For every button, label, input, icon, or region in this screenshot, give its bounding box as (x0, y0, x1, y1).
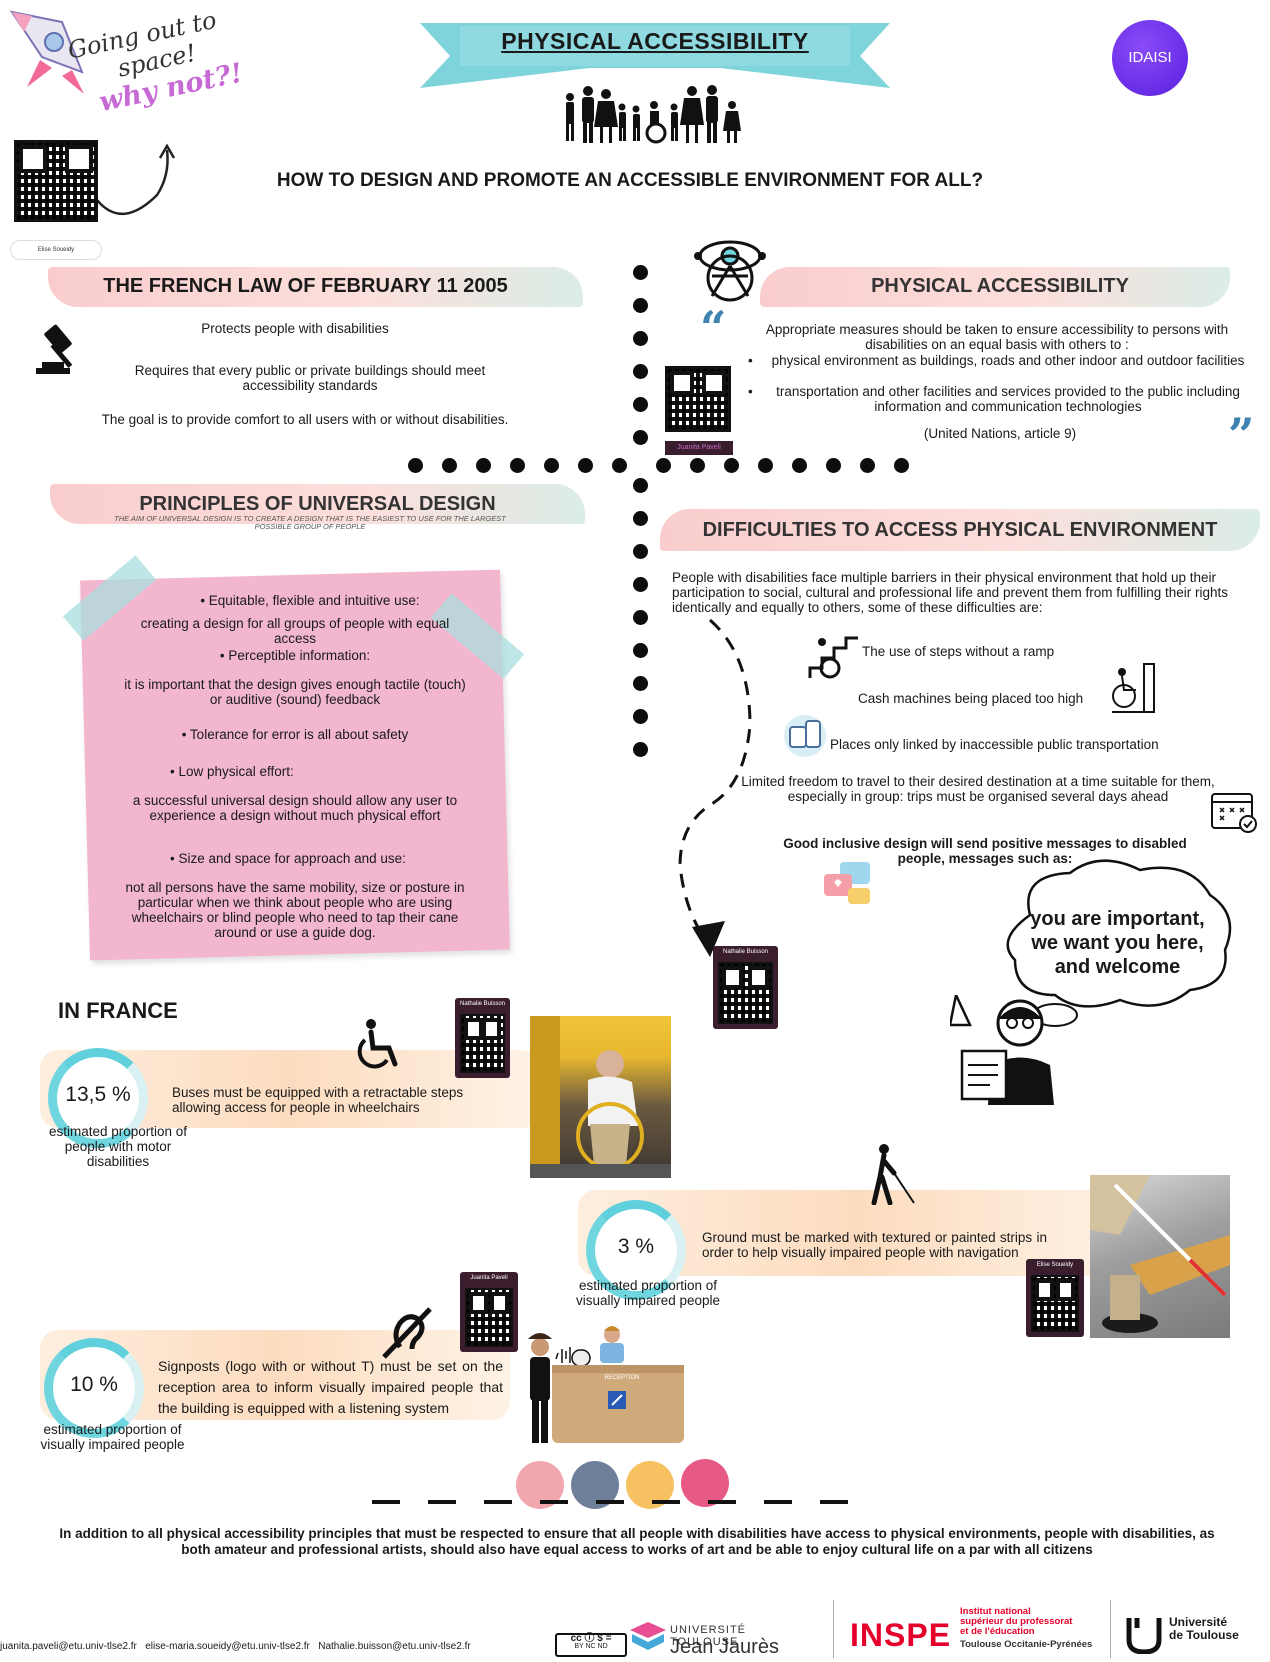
dashed-curve-arrow (678, 618, 752, 957)
separator-2 (1110, 1600, 1111, 1658)
stat-3ring: 10 % (44, 1338, 144, 1438)
cash-machine-icon (1112, 663, 1155, 713)
principles-list: • Equitable, flexible and intuitive use:… (120, 593, 470, 940)
principle-2-text: it is important that the design gives en… (124, 677, 466, 707)
principle-3-head: • Tolerance for error is all about safet… (181, 727, 409, 742)
difficulties-title-brush (660, 509, 1260, 551)
quote-open-icon: “ (700, 301, 727, 355)
principle-5-head: • Size and space for approach and use: (170, 851, 406, 866)
principle-4-head: • Low physical effort: (170, 764, 294, 779)
stat-2-label: estimated proportion of visually impaire… (575, 1278, 721, 1308)
law-p2: Requires that every public or private bu… (134, 363, 486, 393)
qr-name-top-label: Elise Soueidy (10, 240, 102, 260)
rocket-logo (2, 2, 92, 97)
principles-title-brush (50, 484, 585, 524)
difficulty-3: Places only linked by inaccessible publi… (830, 737, 1159, 752)
reception-scene: RECEPTION (522, 1325, 687, 1443)
physical-title: PHYSICAL ACCESSIBILITY (871, 275, 1129, 297)
paint-splashes (516, 1459, 729, 1509)
stat-3-text: Signposts (logo with or without T) must … (158, 1358, 503, 1416)
inspe-logo: INSPE Institut national supérieur du pro… (850, 1606, 1093, 1654)
principles-subtitle: THE AIM OF UNIVERSAL DESIGN IS TO CREATE… (114, 514, 506, 531)
principle-4-text: a successful universal design should all… (132, 793, 458, 823)
law-title-brush (48, 267, 583, 307)
cc-badge: cc ⓘ $ = BY NC ND (555, 1633, 627, 1657)
tactile-strip-photo (1090, 1175, 1230, 1338)
hearing-assist-icon (382, 1307, 432, 1359)
france-title: IN FRANCE (58, 998, 178, 1023)
gavel-icon (36, 324, 73, 374)
stat-2-value: 3 % (617, 1235, 655, 1259)
law-p1: Protects people with disabilities (201, 321, 389, 336)
qr-code-physical[interactable] (665, 366, 731, 432)
physical-bullet-1: • physical environment as buildings, roa… (748, 353, 1245, 368)
stat-3-value: 10 % (70, 1373, 118, 1397)
ut-mark-icon (1126, 1618, 1162, 1654)
main-question: HOW TO DESIGN AND PROMOTE AN ACCESSIBLE … (276, 170, 984, 191)
chat-bubbles-icon (824, 862, 870, 904)
idaisi-logo: IDAISI (1112, 20, 1188, 96)
principle-1-text: creating a design for all groups of peop… (140, 616, 450, 646)
stat-2-ring: 3 % (586, 1200, 686, 1300)
ribbon-title: PHYSICAL ACCESSIBILITY (501, 28, 809, 54)
footer-emails[interactable]: juanita.paveli@etu.univ-tlse2.fr elise-m… (0, 1641, 471, 1652)
dashed-divider (372, 1500, 854, 1504)
quote-close-icon: ” (1228, 408, 1255, 462)
physical-intro: Appropriate measures should be taken to … (765, 322, 1229, 352)
difficulty-4: Limited freedom to travel to their desir… (741, 774, 1215, 804)
accessibility-eye-icon (694, 240, 766, 302)
ut2j-mark-icon (630, 1622, 666, 1650)
steps-wheelchair-icon (808, 636, 858, 679)
qr-code-stat-3[interactable]: Juanita Paveli (460, 1272, 518, 1352)
qr-name-physical: Juanita Paveli (665, 441, 733, 455)
law-title: THE FRENCH LAW OF FEBRUARY 11 2005 (103, 275, 508, 297)
physical-bullet-2: • transportation and other facilities an… (748, 384, 1240, 414)
reception-label: RECEPTION (604, 1375, 640, 1381)
stat-1-label: estimated proportion of people with moto… (48, 1124, 188, 1169)
principle-1-head: • Equitable, flexible and intuitive use: (200, 593, 420, 608)
qr-code-stat-2[interactable]: Elise Soueidy (1026, 1259, 1084, 1337)
physical-title-brush (760, 267, 1230, 307)
stat-1-ring: 13,5 % (48, 1048, 148, 1148)
difficulties-title: DIFFICULTIES TO ACCESS PHYSICAL ENVIRONM… (702, 519, 1218, 541)
bubble-text: you are important, we want you here, and… (1030, 908, 1205, 978)
calendar-icon (1211, 793, 1257, 833)
qr-code-stat-1[interactable]: Nathalie Buisson (455, 998, 510, 1078)
difficulty-2: Cash machines being placed too high (858, 691, 1084, 706)
ut2j-logo: UNIVERSITÉ TOULOUSE Jean Jaurès (628, 1616, 818, 1660)
principles-title: PRINCIPLES OF UNIVERSAL DESIGN (139, 493, 496, 515)
rocket-icon (9, 10, 84, 94)
difficulty-1: The use of steps without a ramp (862, 644, 1055, 659)
principle-5-text: not all persons have the same mobility, … (125, 880, 465, 940)
ut-logo: Université de Toulouse (1125, 1610, 1265, 1660)
good-design-text: Good inclusive design will send positive… (783, 836, 1187, 866)
wheelchair-icon (357, 1019, 398, 1069)
title-ribbon (420, 23, 890, 88)
people-silhouettes-icon (566, 85, 741, 144)
stat-1-value: 13,5 % (65, 1083, 131, 1107)
conclusion-text: In addition to all physical accessibilit… (59, 1526, 1215, 1557)
blind-person-icon (871, 1144, 915, 1205)
principle-2-head: • Perceptible information: (219, 648, 371, 663)
difficulties-intro: People with disabilities face multiple b… (672, 570, 1229, 615)
curved-arrow-icon (96, 143, 176, 216)
stat-1-text: Buses must be equipped with a retractabl… (172, 1085, 464, 1115)
designer-person-icon (950, 995, 1054, 1105)
law-p3: The goal is to provide comfort to all us… (101, 412, 509, 427)
bus-wheelchair-photo (530, 1016, 671, 1178)
qr-code-difficulties[interactable]: Nathalie Buisson (713, 946, 778, 1029)
public-transport-icon (784, 715, 826, 757)
separator-1 (833, 1600, 834, 1658)
stat-2-text: Ground must be marked with textured or p… (702, 1230, 1047, 1260)
stat-3-label: estimated proportion of visually impaire… (40, 1422, 185, 1452)
physical-source: (United Nations, article 9) (923, 426, 1077, 441)
qr-code-top[interactable] (14, 140, 98, 222)
